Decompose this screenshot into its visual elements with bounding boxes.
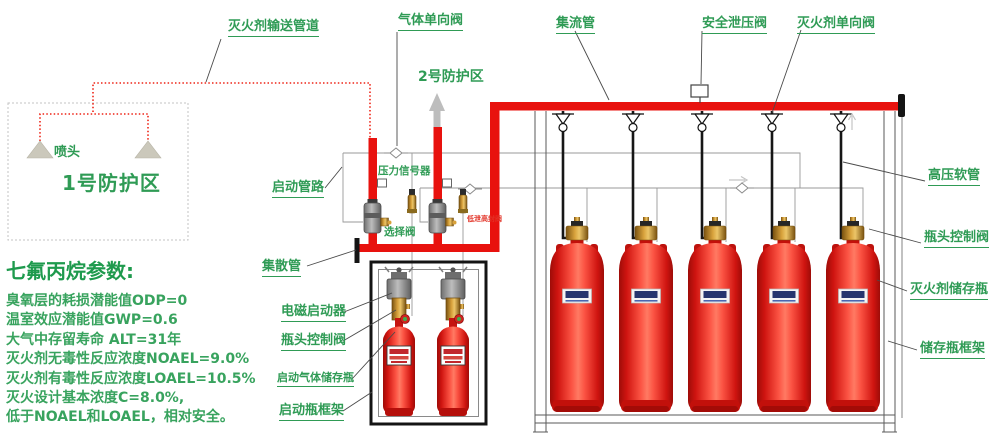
nozzle-icon — [26, 140, 162, 159]
parameter-line: 大气中存留寿命 ALT=31年 — [6, 331, 182, 348]
leader-lines — [205, 29, 926, 412]
zone2-branch-pipe — [433, 127, 442, 246]
agent-check-valve-icon — [551, 113, 853, 133]
label-start-gas-bottle: 启动气体储存瓶 — [277, 371, 354, 387]
label-bottle-head-valve-right: 瓶头控制阀 — [924, 230, 990, 248]
label-zone2: 2号防护区 — [418, 69, 484, 85]
label-start-frame: 启动瓶框架 — [279, 403, 345, 421]
label-high-pressure-hose: 高压软管 — [928, 168, 981, 186]
start-bottle-frame — [369, 260, 488, 426]
pressure-signal-icon — [377, 178, 452, 188]
label-bottle-head-valve-left: 瓶头控制阀 — [281, 333, 347, 351]
agent-delivery-pipe-dotted — [39, 82, 371, 141]
label-start-pipeline: 启动管路 — [272, 180, 325, 198]
label-nozzle: 喷头 — [54, 145, 81, 160]
start-gas-bottle — [382, 266, 470, 417]
label-agent-check-valve: 灭火剂单向阀 — [797, 16, 876, 34]
parameter-line: 灭火剂无毒性反应浓度NOAEL=9.0% — [6, 351, 250, 368]
parameter-line: 低于NOAEL和LOAEL，相对安全。 — [6, 409, 234, 426]
label-low-leak-valve: 低泄高封阀 — [467, 215, 502, 223]
agent-storage-bottle — [549, 216, 881, 413]
zone1-dashed-boundary — [7, 102, 189, 241]
label-solenoid-starter: 电磁启动器 — [281, 304, 347, 322]
manifold-end-cap — [354, 238, 360, 263]
high-pressure-hose — [561, 111, 853, 240]
collecting-pipe-end-cap — [898, 94, 905, 117]
label-manifold: 集散管 — [262, 259, 302, 277]
parameter-line: 灭火剂有毒性反应浓度LOAEL=10.5% — [6, 370, 256, 387]
label-storage-frame: 储存瓶框架 — [920, 341, 986, 359]
label-safety-relief-valve: 安全泄压阀 — [702, 16, 768, 34]
label-collecting-pipe: 集流管 — [556, 16, 596, 34]
red-pipework — [358, 102, 899, 252]
parameters-title: 七氟丙烷参数: — [6, 259, 134, 283]
label-agent-bottle: 灭火剂储存瓶 — [910, 282, 989, 300]
manifold-pipe — [358, 244, 499, 252]
zone2-arrow-icon — [429, 93, 445, 128]
parameter-line: 灭火设计基本浓度C=8.0%, — [6, 390, 185, 407]
label-gas-check-valve: 气体单向阀 — [398, 13, 464, 31]
parameter-line: 温室效应潜能值GWP=0.6 — [6, 312, 178, 329]
zone1-branch-pipe — [368, 138, 377, 246]
label-zone1: 1号防护区 — [62, 171, 161, 195]
storage-bottle-frame — [533, 111, 903, 433]
safety-relief-valve-icon — [690, 84, 709, 103]
label-selector-valve: 选择阀 — [384, 226, 416, 238]
label-pressure-signal: 压力信号器 — [378, 165, 431, 177]
agent-parameters-block: 七氟丙烷参数: 臭氧层的耗损潜能值ODP=0 温室效应潜能值GWP=0.6 大气… — [6, 255, 256, 428]
label-agent-pipe: 灭火剂输送管道 — [228, 19, 320, 37]
flow-arrow-icon — [729, 112, 857, 185]
parameter-line: 臭氧层的耗损潜能值ODP=0 — [6, 293, 188, 309]
start-bottle-frame-inner — [378, 269, 479, 417]
